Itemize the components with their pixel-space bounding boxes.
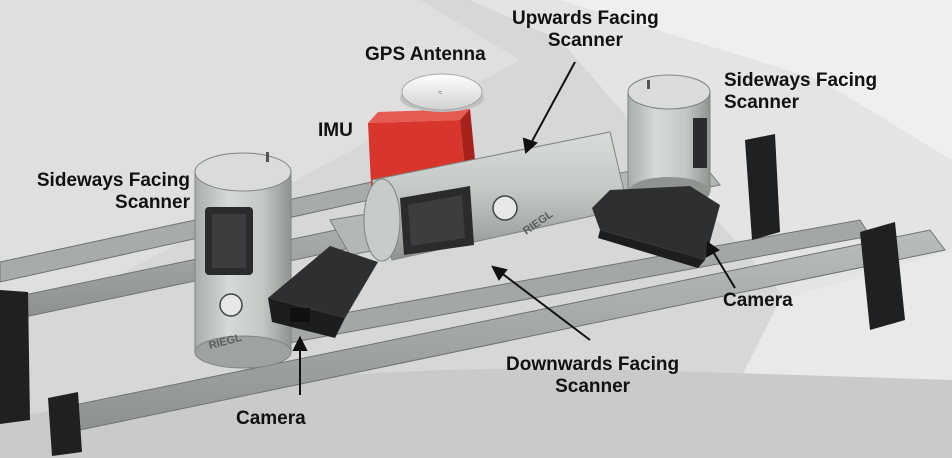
label-gps-antenna: GPS Antenna [365, 44, 486, 65]
label-downwards-line1: Downwards Facing [506, 354, 680, 375]
gps-antenna [401, 73, 483, 111]
imu-top [368, 109, 470, 123]
left-rail-mount [0, 290, 30, 424]
upwards-scanner-glass [408, 195, 465, 246]
left-scanner-glass [212, 214, 246, 268]
label-sideways-left-line2: Scanner [115, 192, 190, 213]
arrow-upwards-scanner-head [522, 137, 538, 154]
arrow-left-camera-head [292, 335, 308, 351]
arrow-downwards-scanner [499, 271, 591, 341]
left-camera-lens [290, 308, 310, 322]
arrow-right-camera-head [705, 241, 720, 258]
label-camera-left: Camera [236, 408, 306, 429]
label-imu: IMU [318, 120, 353, 141]
label-downwards-line2: Scanner [555, 376, 631, 397]
gps-mark: ≈ [438, 88, 443, 97]
arrow-downwards-scanner-head [491, 265, 508, 281]
left-camera [268, 246, 378, 318]
label-sideways-scanner-left: Sideways Facing Scanner [2, 170, 190, 214]
right-camera [592, 186, 720, 260]
label-upwards-scanner: Upwards Facing Scanner [512, 8, 659, 52]
label-sideways-scanner-right: Sideways Facing Scanner [724, 70, 877, 114]
front-left-mount [48, 392, 82, 456]
label-sideways-right-line1: Sideways Facing [724, 70, 878, 91]
right-scanner-screw [647, 80, 650, 89]
label-upwards-scanner-line2: Scanner [547, 30, 623, 51]
label-sideways-right-line2: Scanner [724, 92, 799, 113]
riegl-logo-left [219, 293, 243, 317]
arrow-upwards-scanner [529, 61, 576, 146]
label-sideways-left-line1: Sideways Facing [36, 170, 190, 191]
upwards-scanner-end [363, 178, 401, 262]
front-right-mount [860, 222, 905, 330]
arrow-right-camera [711, 249, 736, 289]
left-scanner-screw [266, 152, 269, 162]
label-upwards-scanner-line1: Upwards Facing [512, 8, 659, 29]
right-scanner-top [627, 74, 711, 110]
left-scanner-bottom [194, 335, 292, 369]
left-scanner-top [194, 152, 292, 192]
riegl-logo-center [492, 195, 518, 221]
label-downwards-scanner: Downwards Facing Scanner [506, 354, 679, 398]
right-camera-front [598, 230, 705, 268]
right-scanner-window [693, 118, 707, 168]
rear-right-mount [745, 134, 780, 240]
label-camera-right: Camera [723, 290, 793, 311]
roof-edge [560, 0, 952, 160]
roof-highlight [0, 0, 520, 300]
